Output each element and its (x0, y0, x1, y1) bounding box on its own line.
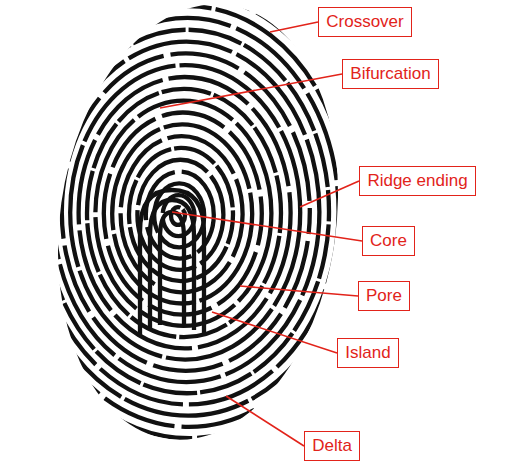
leader-line (212, 312, 337, 353)
callout-label: Bifurcation (350, 64, 430, 84)
ridge-line (62, 53, 310, 370)
callout-box: Island (337, 338, 399, 368)
ridge-line (79, 77, 291, 348)
callout-box: Crossover (318, 7, 412, 37)
ridge-line (0, 0, 387, 461)
callout-label: Delta (312, 436, 352, 456)
ridge-line (70, 65, 300, 359)
leader-line (172, 212, 362, 241)
ridge-line (11, 0, 367, 438)
ridge-line (0, 0, 492, 465)
ridge-line (0, 0, 463, 465)
ridge-line (28, 6, 348, 416)
fingerprint-ridges (0, 0, 511, 465)
callout-label: Island (345, 343, 390, 363)
ridge-line (53, 42, 319, 382)
leader-line (240, 286, 358, 296)
leader-line (160, 74, 342, 108)
ridge-line (0, 0, 473, 465)
callout-box: Bifurcation (342, 59, 439, 89)
ridge-line (0, 0, 435, 465)
ridge-line (0, 0, 502, 465)
leader-line (270, 22, 318, 32)
ridge-line (20, 0, 358, 427)
ridge-line (0, 0, 444, 465)
callout-box: Ridge ending (359, 166, 476, 196)
callout-label: Crossover (326, 12, 403, 32)
ridge-line (0, 0, 396, 465)
leader-line (300, 181, 359, 207)
core-loop (150, 200, 194, 330)
callout-box: Delta (304, 431, 360, 461)
ridge-line (0, 0, 511, 465)
core-loop (140, 190, 204, 335)
callout-box: Pore (358, 281, 410, 311)
leader-line (226, 396, 304, 446)
leader-lines (160, 22, 362, 446)
callout-box: Core (362, 226, 415, 256)
callout-label: Pore (366, 286, 402, 306)
ridge-line (3, 0, 377, 449)
ridge-line (87, 89, 281, 337)
callout-label: Ridge ending (367, 171, 467, 191)
ridge-line (37, 18, 339, 405)
ridge-line (0, 0, 454, 465)
core-loop (160, 212, 184, 325)
callout-label: Core (370, 231, 407, 251)
ridge-line (0, 0, 483, 465)
